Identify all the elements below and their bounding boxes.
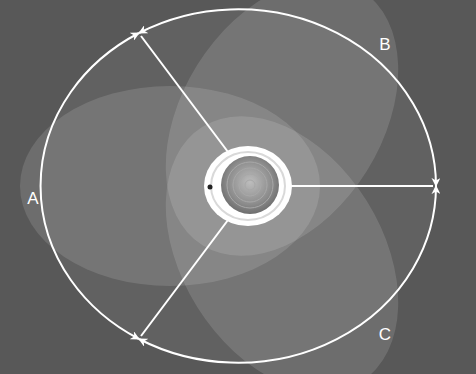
- indicator-dot: [208, 185, 213, 190]
- sensor-lens: [221, 156, 279, 214]
- lens-rings: [227, 162, 273, 208]
- lobe-c: [118, 74, 447, 374]
- radial-line: [141, 220, 228, 336]
- radial-line: [288, 185, 433, 187]
- arc-b: [139, 9, 436, 186]
- arc-c: [139, 186, 436, 363]
- zone-label: A: [27, 190, 38, 207]
- sensor-housing: [204, 146, 292, 226]
- zone-arcs: [41, 9, 436, 362]
- zone-label: B: [379, 36, 390, 53]
- detection-lobes: [20, 0, 446, 374]
- radial-line: [141, 36, 228, 152]
- sensor: [204, 146, 292, 226]
- zone-label: C: [379, 326, 391, 343]
- radial-lines: [141, 36, 433, 336]
- arc-a: [41, 33, 139, 339]
- sensor-ring: [211, 152, 285, 220]
